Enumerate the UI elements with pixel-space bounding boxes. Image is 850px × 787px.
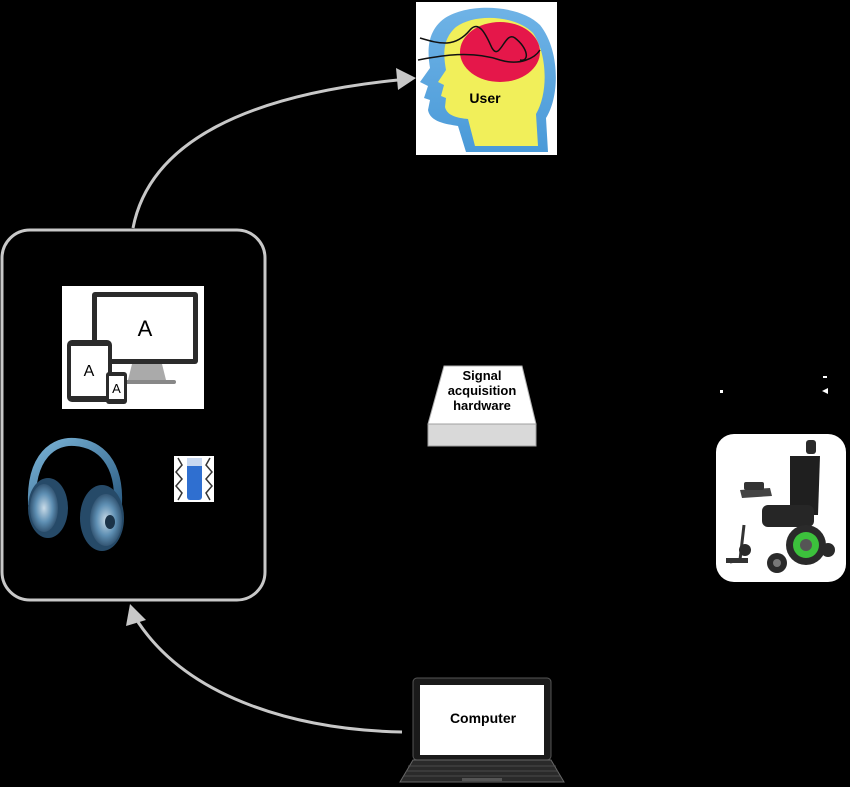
signal-label-line-1: Signal (462, 368, 502, 383)
headphones-icon (27, 437, 124, 551)
signal-label-line-3: hardware (453, 398, 511, 413)
tablet-letter: A (84, 363, 95, 380)
wheelchair-icon (716, 434, 846, 582)
signal-hardware-label: Signal acquisition hardware (430, 368, 534, 413)
screens-panel: A A A (62, 286, 204, 409)
laptop-icon (399, 677, 565, 783)
signal-label-line-2: acquisition (447, 383, 517, 398)
arrow-feedback-to-user (131, 68, 416, 229)
phone-letter: A (112, 381, 121, 396)
feedback-devices-box (0, 228, 267, 602)
tablet-icon: A (67, 340, 112, 402)
phone-icon: A (106, 372, 127, 404)
monitor-icon: A (92, 292, 198, 384)
signal-hardware-icon (427, 365, 537, 447)
computer-label: Computer (449, 710, 517, 726)
monitor-letter: A (138, 316, 153, 341)
user-label: User (469, 90, 501, 106)
vibration-motor-icon (174, 456, 214, 502)
user-head-icon (416, 2, 557, 155)
arrow-computer-to-feedback (126, 604, 403, 734)
small-marks (720, 376, 828, 394)
